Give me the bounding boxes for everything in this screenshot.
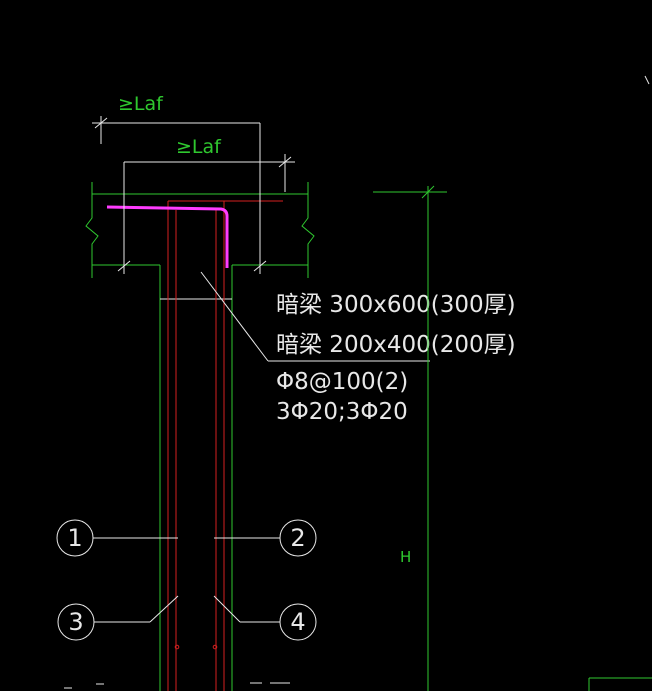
callout-3-label: 3 [68, 608, 83, 636]
highlight-anchorage-bar [106, 205, 229, 268]
bottom-edge-fragments [64, 75, 652, 691]
callout-1-label: 1 [67, 524, 82, 552]
callout-1 [56, 519, 178, 557]
callout-2 [214, 519, 317, 557]
note-hidden-beam-2: 暗梁 200x400(200厚) [276, 332, 516, 358]
height-dimension [373, 185, 447, 691]
note-hidden-beam-1: 暗梁 300x600(300厚) [276, 292, 516, 318]
note-stirrup-spec: Φ8@100(2) [276, 369, 408, 395]
upper-laf-dimension [92, 116, 267, 274]
column-outline [159, 265, 233, 691]
lower-laf-label: ≥Laf [176, 136, 222, 158]
note-main-bar-spec: 3Φ20;3Φ20 [276, 399, 408, 425]
note-leader [200, 271, 430, 362]
lower-laf-dimension [117, 154, 295, 274]
callout-4 [213, 595, 317, 641]
height-label: H [400, 548, 411, 566]
rebar-lines [167, 200, 283, 691]
slab-outline [85, 182, 315, 278]
callout-2-label: 2 [290, 524, 305, 552]
callout-3 [57, 595, 179, 641]
upper-laf-label: ≥Laf [118, 93, 164, 115]
callout-4-label: 4 [290, 608, 305, 636]
